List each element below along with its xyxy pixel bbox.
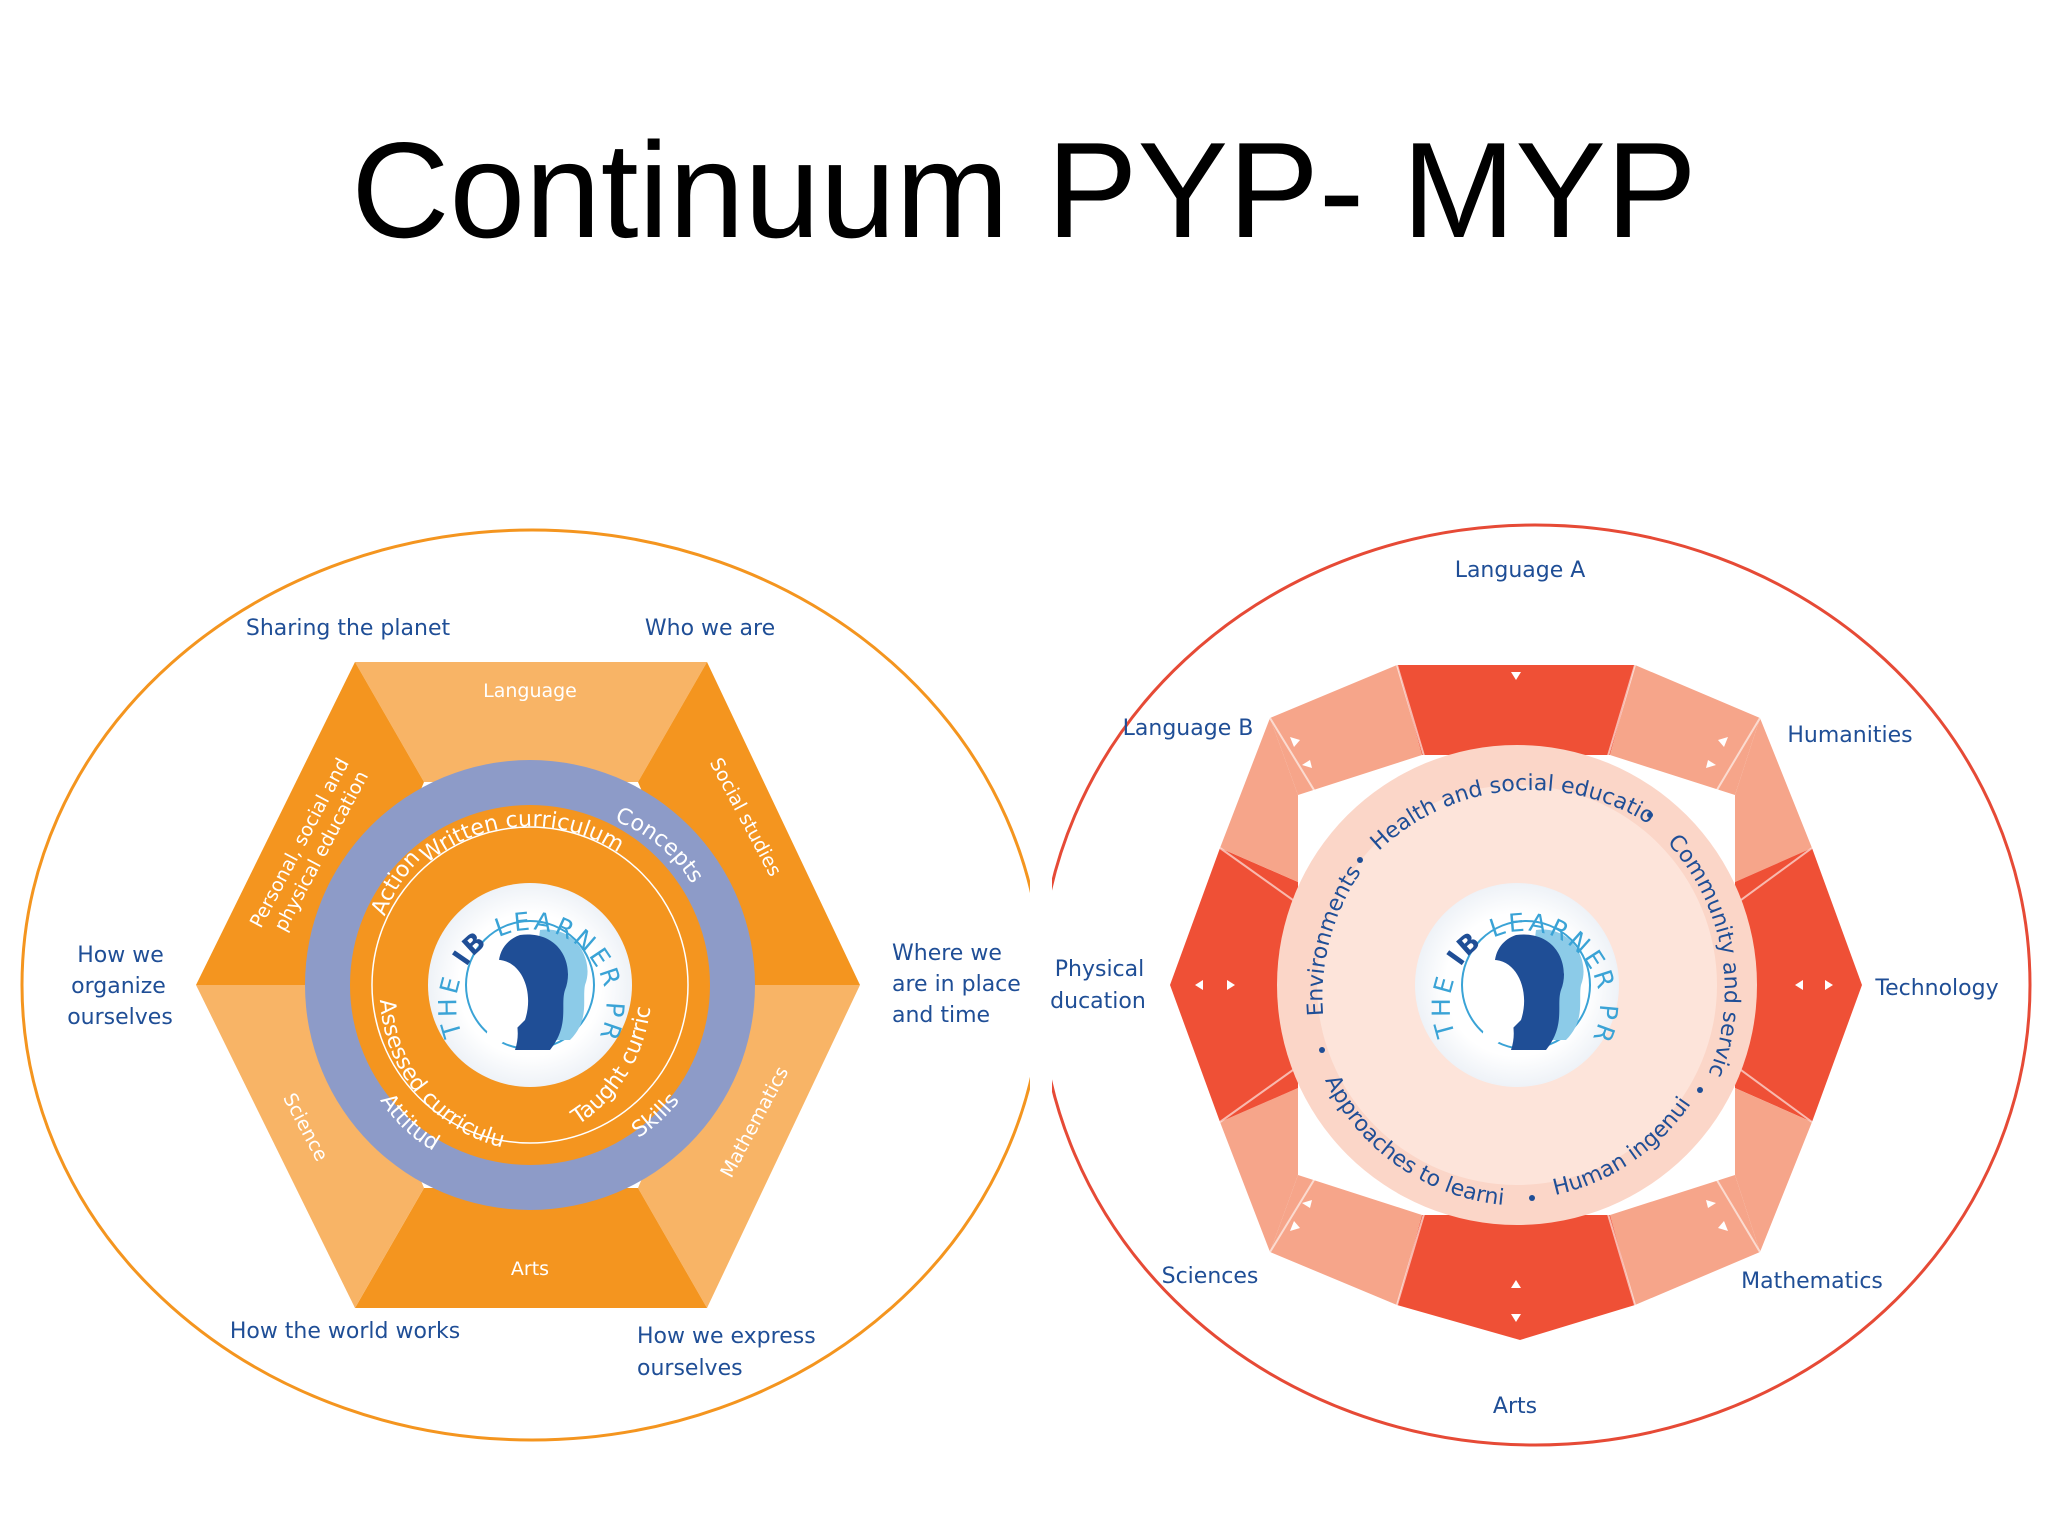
- myp-arrow-right-icon: [1825, 980, 1833, 990]
- pyp-theme-how-we-express: How we express ourselves: [637, 1324, 823, 1381]
- myp-segment-arts: [1397, 1215, 1635, 1340]
- myp-arrow-down-icon: [1511, 672, 1521, 680]
- pyp-theme-who-we-are: Who we are: [645, 616, 775, 641]
- myp-arrow-down-icon: [1511, 1314, 1521, 1322]
- myp-subject-mathematics: Mathematics: [1741, 1269, 1883, 1294]
- pyp-theme-how-we-organize: How we organize ourselves: [67, 943, 173, 1030]
- pyp-diagram: THE IB LEARNER PROFILE Language Social s…: [0, 0, 1044, 1442]
- pyp-head-white-icon: [480, 959, 529, 1045]
- myp-arrow-left-icon: [1795, 980, 1803, 990]
- pyp-segment-arts: [355, 1188, 707, 1308]
- myp-subject-sciences: Sciences: [1162, 1264, 1259, 1289]
- myp-arrow-right-icon: [1227, 980, 1235, 990]
- myp-segment-mathematics-inner: [1735, 1088, 1812, 1252]
- pyp-segment-language: [355, 662, 707, 782]
- myp-area-separators: [1319, 812, 1703, 1201]
- myp-subject-arts: Arts: [1493, 1394, 1537, 1419]
- pyp-curriculum-inner-line: [371, 826, 689, 1144]
- myp-segment-language-a: [1397, 665, 1635, 755]
- pyp-label-arts: Arts: [511, 1258, 549, 1280]
- pyp-label-language: Language: [483, 680, 577, 702]
- myp-subject-language-a: Language A: [1455, 558, 1586, 583]
- myp-head-dark-icon: [1494, 934, 1564, 1050]
- pyp-theme-how-the-world-works: How the world works: [230, 1319, 460, 1344]
- myp-segment-sciences-inner: [1220, 1088, 1298, 1252]
- myp-segment-sciences-outer: [1270, 1175, 1422, 1305]
- myp-segment-humanities-outer: [1610, 665, 1760, 795]
- pyp-head-dark-icon: [498, 934, 568, 1050]
- pyp-theme-where-we-are: Where we are in place and time: [892, 941, 1028, 1028]
- myp-arrow-marks: [1195, 640, 1833, 1322]
- myp-subject-humanities: Humanities: [1787, 723, 1912, 748]
- myp-arrow-up-icon: [1511, 640, 1521, 648]
- myp-arrow-up-icon: [1511, 1280, 1521, 1288]
- myp-subject-physical-education: Physical ducation: [1050, 957, 1151, 1014]
- myp-segment-humanities-inner: [1735, 718, 1812, 882]
- myp-crop-strip: [1030, 700, 1052, 1260]
- myp-head-white-icon: [1476, 959, 1525, 1045]
- myp-arrow-left-icon: [1195, 980, 1203, 990]
- myp-segment-language-b-inner: [1220, 718, 1298, 882]
- slide-title: Continuum PYP- MYP: [351, 114, 1697, 266]
- myp-subject-language-b: Language B: [1123, 716, 1254, 741]
- pyp-theme-sharing-the-planet: Sharing the planet: [246, 616, 451, 641]
- myp-subject-technology: Technology: [1874, 976, 1998, 1001]
- myp-segment-mathematics-outer: [1610, 1175, 1760, 1305]
